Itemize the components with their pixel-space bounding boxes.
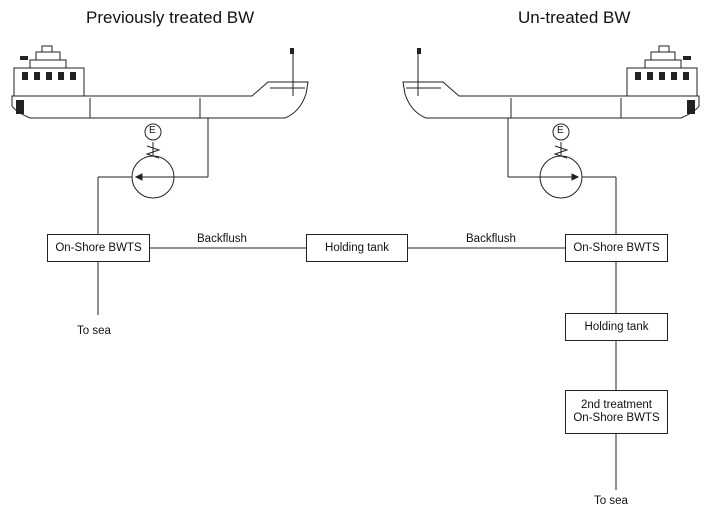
to-sea-left-label: To sea bbox=[77, 325, 111, 337]
second-treatment-line2: On-Shore BWTS bbox=[573, 412, 660, 424]
left-section-title: Previously treated BW bbox=[86, 8, 255, 27]
ship-detail bbox=[417, 48, 695, 114]
right-pump-symbol: E bbox=[557, 125, 564, 136]
ship-icon bbox=[402, 45, 700, 119]
left-piping bbox=[97, 118, 565, 315]
ship-icon bbox=[11, 45, 309, 119]
motor-icon bbox=[552, 123, 570, 141]
backflush-left-label: Backflush bbox=[197, 233, 247, 245]
ship-detail bbox=[16, 48, 294, 114]
second-treatment-box: 2nd treatment On-Shore BWTS bbox=[565, 390, 668, 434]
to-sea-right-label: To sea bbox=[594, 495, 628, 507]
left-pump-symbol: E bbox=[149, 125, 156, 136]
backflush-right-label: Backflush bbox=[466, 233, 516, 245]
right-piping bbox=[507, 118, 617, 490]
right-onshore-bwts-label: On-Shore BWTS bbox=[573, 241, 660, 254]
right-section-title: Un-treated BW bbox=[518, 8, 631, 27]
left-onshore-bwts-label: On-Shore BWTS bbox=[55, 241, 142, 254]
left-onshore-bwts-box: On-Shore BWTS bbox=[47, 234, 150, 262]
center-holding-tank-label: Holding tank bbox=[325, 241, 389, 254]
motor-icon bbox=[144, 123, 162, 141]
right-holding-tank-label: Holding tank bbox=[584, 320, 649, 333]
pump-icon bbox=[539, 142, 583, 199]
right-onshore-bwts-box: On-Shore BWTS bbox=[565, 234, 668, 262]
second-treatment-line1: 2nd treatment bbox=[581, 399, 652, 411]
center-holding-tank-box: Holding tank bbox=[306, 234, 408, 262]
right-holding-tank-box: Holding tank bbox=[565, 313, 668, 341]
pump-icon bbox=[131, 142, 175, 199]
